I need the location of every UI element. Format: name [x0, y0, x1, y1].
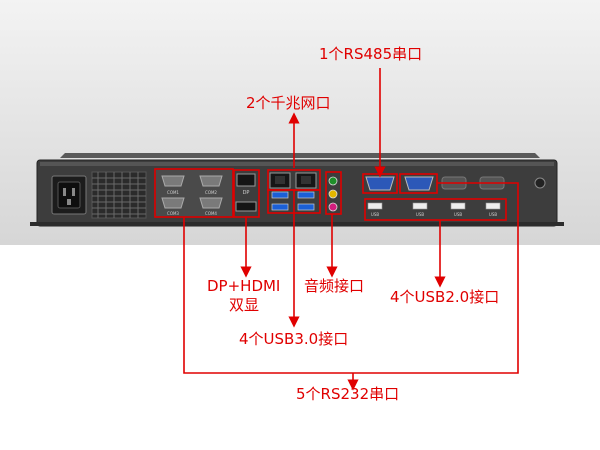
label-dp-hdmi-line2: 双显	[229, 296, 260, 314]
usb-print-3: USB	[454, 212, 462, 217]
usb2-ports-icon	[367, 202, 501, 210]
lan-ports-icon	[269, 172, 317, 189]
label-usb20: 4个USB2.0接口	[390, 288, 500, 306]
audio-highlight-box	[325, 171, 342, 215]
usb-print-1: USB	[371, 212, 379, 217]
label-usb30: 4个USB3.0接口	[239, 330, 349, 348]
label-audio: 音频接口	[304, 277, 365, 295]
rs485-port-icon	[365, 176, 434, 191]
dp-print: DP	[243, 190, 250, 196]
db9-connector-icon	[161, 175, 223, 209]
com4-print: COM4	[205, 211, 217, 216]
com1-print: COM1	[167, 190, 179, 195]
label-lan: 2个千兆网口	[246, 94, 331, 112]
audio-jacks-icon	[328, 176, 338, 212]
rs232-highlight-box	[154, 168, 234, 218]
rs232-bracket-line	[183, 182, 519, 374]
usb2-highlight-box	[364, 198, 507, 221]
label-rs485: 1个RS485串口	[319, 45, 423, 63]
com3-print: COM3	[167, 211, 179, 216]
background-white	[0, 245, 600, 450]
label-dp-hdmi-line1: DP+HDMI	[207, 277, 281, 295]
dp-hdmi-ports: DP	[235, 173, 257, 212]
com-port-plate: COM1 COM2 COM3 COM4	[156, 170, 232, 216]
usb-print-4: USB	[489, 212, 497, 217]
usb-print-2: USB	[416, 212, 424, 217]
usb3-ports-icon	[271, 191, 315, 211]
label-rs232: 5个RS232串口	[296, 385, 400, 403]
fan-grille-icon	[91, 171, 147, 219]
power-inlet-icon	[51, 175, 87, 215]
com2-print: COM2	[205, 190, 217, 195]
